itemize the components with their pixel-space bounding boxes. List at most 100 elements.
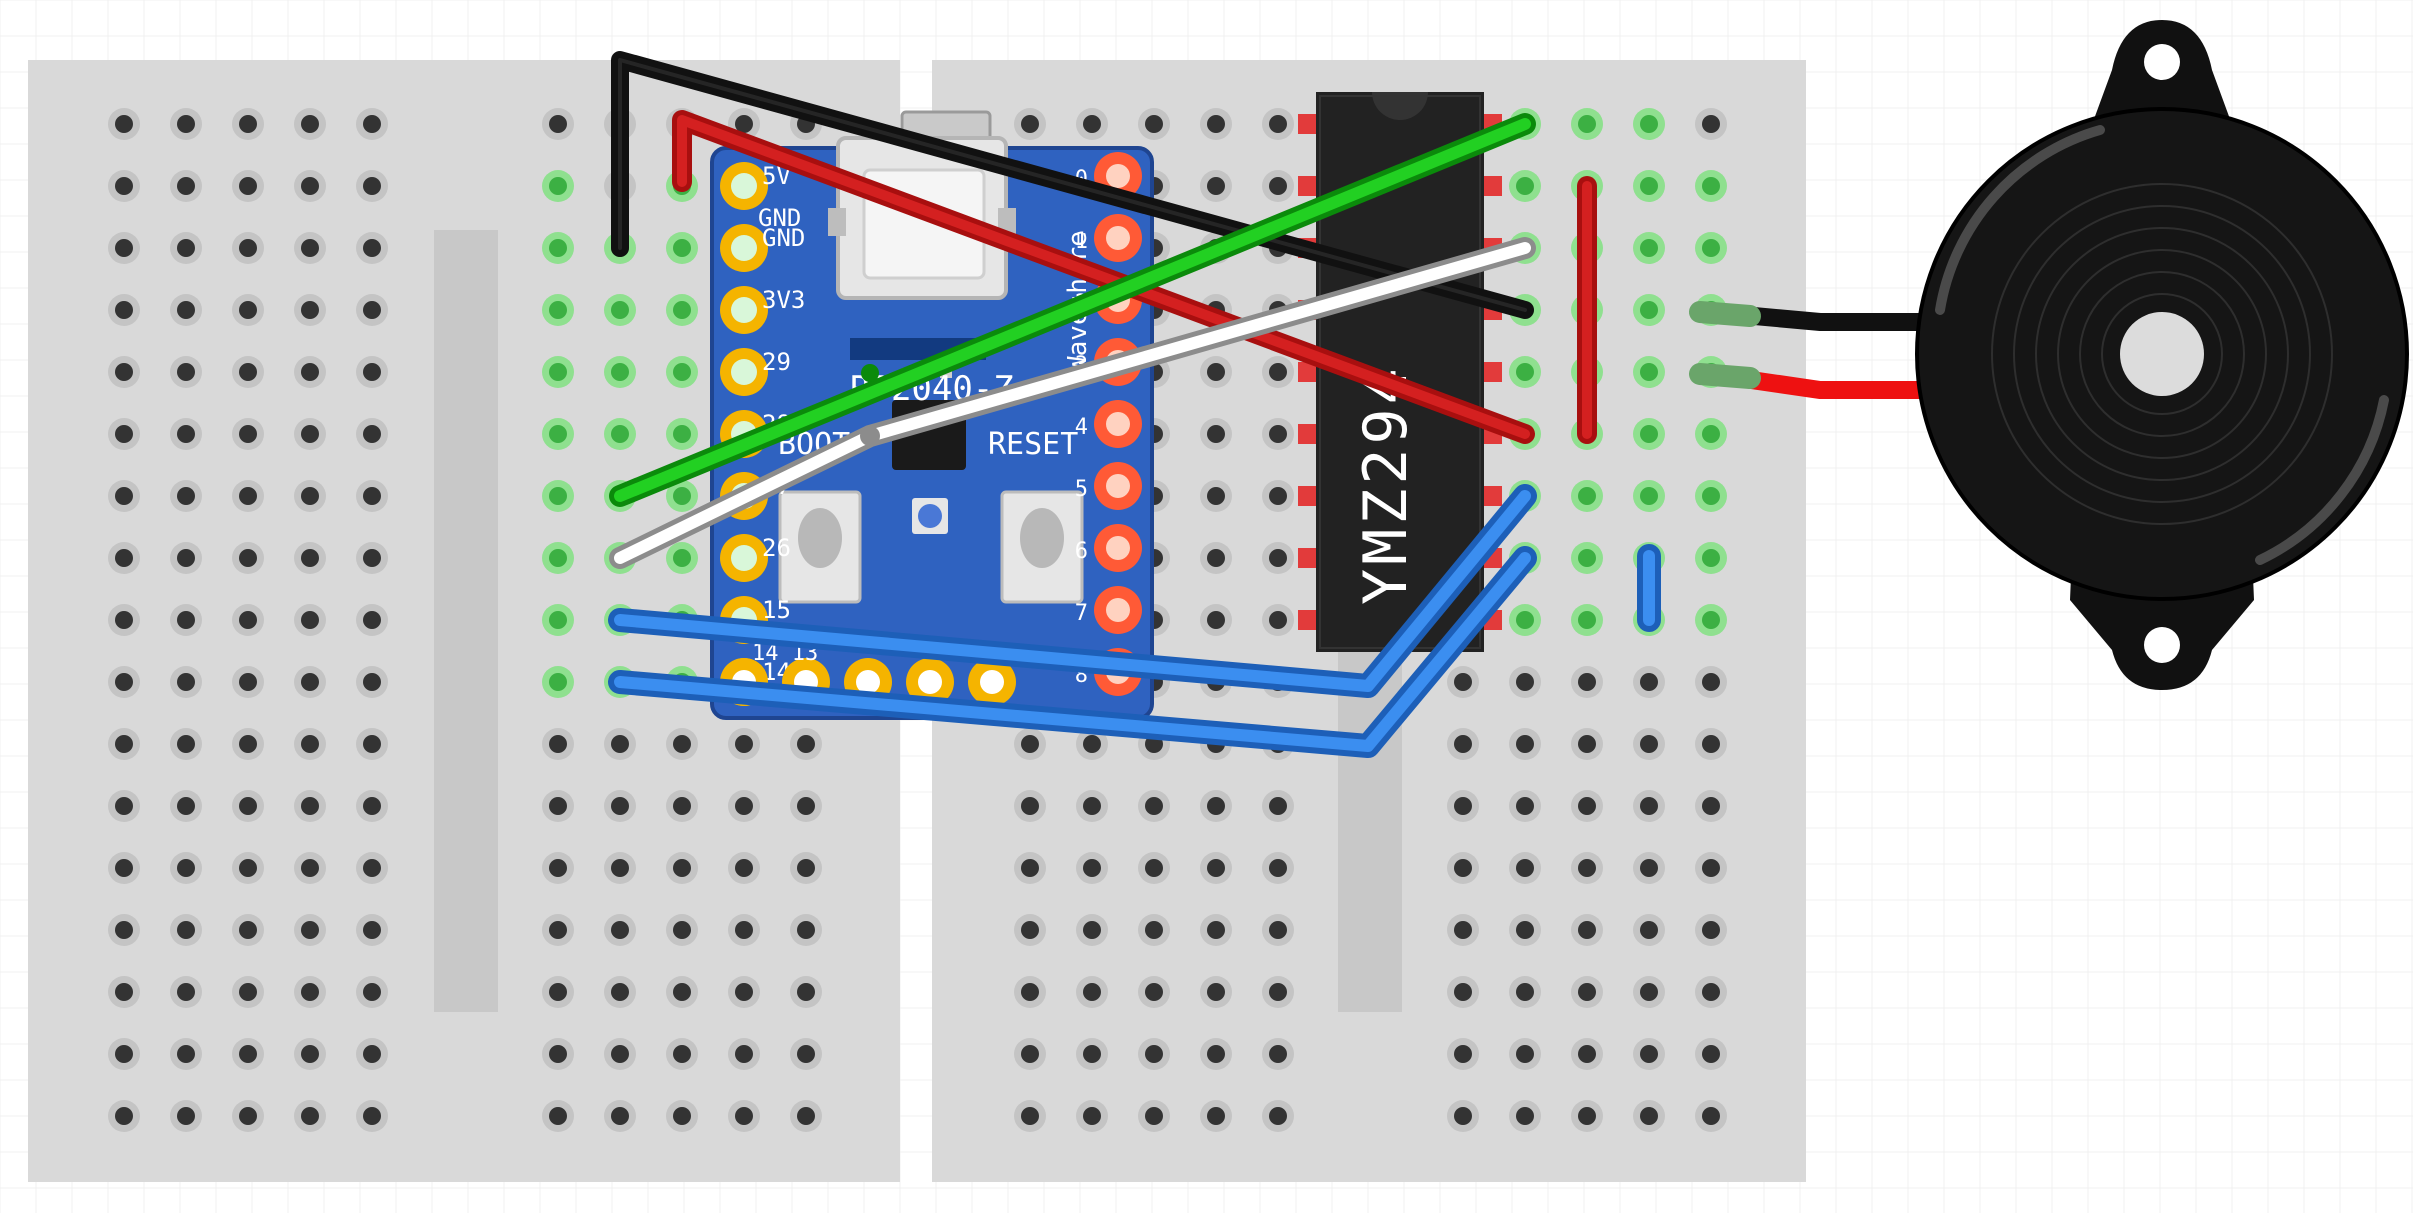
breadboard-hole[interactable] [356,914,388,946]
breadboard-hole[interactable] [1633,976,1665,1008]
breadboard-hole[interactable] [542,976,574,1008]
breadboard-hole[interactable] [108,604,140,636]
breadboard-hole[interactable] [542,542,574,574]
breadboard-hole[interactable] [294,976,326,1008]
breadboard-hole[interactable] [356,294,388,326]
breadboard-hole[interactable] [1509,976,1541,1008]
breadboard-hole[interactable] [1447,914,1479,946]
breadboard-hole[interactable] [1447,1100,1479,1132]
breadboard-hole[interactable] [1262,604,1294,636]
breadboard-hole[interactable] [666,728,698,760]
breadboard-hole[interactable] [356,1100,388,1132]
breadboard-hole[interactable] [604,418,636,450]
breadboard-hole[interactable] [1200,170,1232,202]
breadboard-hole[interactable] [1695,418,1727,450]
breadboard-hole[interactable] [356,976,388,1008]
breadboard-hole[interactable] [1633,666,1665,698]
breadboard-hole[interactable] [108,170,140,202]
buzzer-leads[interactable] [1689,301,1935,399]
breadboard-hole[interactable] [1014,108,1046,140]
breadboard-hole[interactable] [1262,542,1294,574]
breadboard-hole[interactable] [1509,604,1541,636]
breadboard-hole[interactable] [1695,1038,1727,1070]
breadboard-hole[interactable] [170,666,202,698]
breadboard-hole[interactable] [294,1100,326,1132]
breadboard-hole[interactable] [294,914,326,946]
breadboard-hole[interactable] [666,542,698,574]
breadboard-hole[interactable] [542,170,574,202]
breadboard-hole[interactable] [356,542,388,574]
breadboard-hole[interactable] [1633,914,1665,946]
breadboard-hole[interactable] [232,232,264,264]
breadboard-hole[interactable] [108,728,140,760]
breadboard-hole[interactable] [108,418,140,450]
breadboard-hole[interactable] [294,790,326,822]
breadboard-hole[interactable] [604,976,636,1008]
breadboard-hole[interactable] [294,356,326,388]
breadboard-hole[interactable] [1633,852,1665,884]
breadboard-hole[interactable] [1014,728,1046,760]
breadboard-hole[interactable] [1695,728,1727,760]
wire-blue-2[interactable] [608,546,1537,758]
breadboard-hole[interactable] [1014,852,1046,884]
breadboard-hole[interactable] [232,170,264,202]
breadboard-hole[interactable] [666,914,698,946]
breadboard-hole[interactable] [232,914,264,946]
breadboard-hole[interactable] [604,852,636,884]
breadboard-hole[interactable] [294,666,326,698]
breadboard-hole[interactable] [170,294,202,326]
breadboard-hole[interactable] [232,666,264,698]
breadboard-hole[interactable] [232,418,264,450]
breadboard-hole[interactable] [542,914,574,946]
breadboard-hole[interactable] [604,790,636,822]
breadboard-hole[interactable] [604,1100,636,1132]
breadboard-hole[interactable] [542,852,574,884]
breadboard-hole[interactable] [1200,852,1232,884]
breadboard-hole[interactable] [542,480,574,512]
breadboard-hole[interactable] [728,1100,760,1132]
breadboard-hole[interactable] [1076,790,1108,822]
breadboard-hole[interactable] [170,170,202,202]
breadboard-hole[interactable] [1633,480,1665,512]
breadboard-hole[interactable] [356,418,388,450]
breadboard-hole[interactable] [294,294,326,326]
breadboard-hole[interactable] [542,294,574,326]
breadboard-hole[interactable] [604,294,636,326]
breadboard-hole[interactable] [542,1100,574,1132]
breadboard-hole[interactable] [1262,790,1294,822]
breadboard-hole[interactable] [1633,294,1665,326]
breadboard-hole[interactable] [108,108,140,140]
breadboard-hole[interactable] [294,728,326,760]
breadboard-hole[interactable] [728,852,760,884]
breadboard-hole[interactable] [232,480,264,512]
breadboard-hole[interactable] [1571,666,1603,698]
breadboard-hole[interactable] [170,356,202,388]
breadboard-hole[interactable] [1262,976,1294,1008]
breadboard-hole[interactable] [1262,914,1294,946]
ymz294-chip[interactable]: YMZ294 [1298,92,1502,652]
breadboard-hole[interactable] [790,852,822,884]
wire-green[interactable] [609,113,1536,507]
breadboard-hole[interactable] [1695,232,1727,264]
breadboard-hole[interactable] [542,108,574,140]
breadboard-hole[interactable] [542,604,574,636]
breadboard-hole[interactable] [1571,542,1603,574]
breadboard-hole[interactable] [1447,790,1479,822]
breadboard-hole[interactable] [1571,790,1603,822]
breadboard-hole[interactable] [294,170,326,202]
breadboard-hole[interactable] [1076,852,1108,884]
breadboard-hole[interactable] [170,976,202,1008]
breadboard-hole[interactable] [728,728,760,760]
breadboard-hole[interactable] [1633,790,1665,822]
breadboard-hole[interactable] [1695,604,1727,636]
breadboard-hole[interactable] [1509,914,1541,946]
breadboard-hole[interactable] [1633,1100,1665,1132]
breadboard-hole[interactable] [170,1038,202,1070]
breadboard-hole[interactable] [1262,852,1294,884]
breadboard-hole[interactable] [1695,914,1727,946]
breadboard-hole[interactable] [356,480,388,512]
breadboard-hole[interactable] [1695,480,1727,512]
breadboard-hole[interactable] [1200,976,1232,1008]
breadboard-hole[interactable] [666,1038,698,1070]
breadboard-hole[interactable] [1571,604,1603,636]
